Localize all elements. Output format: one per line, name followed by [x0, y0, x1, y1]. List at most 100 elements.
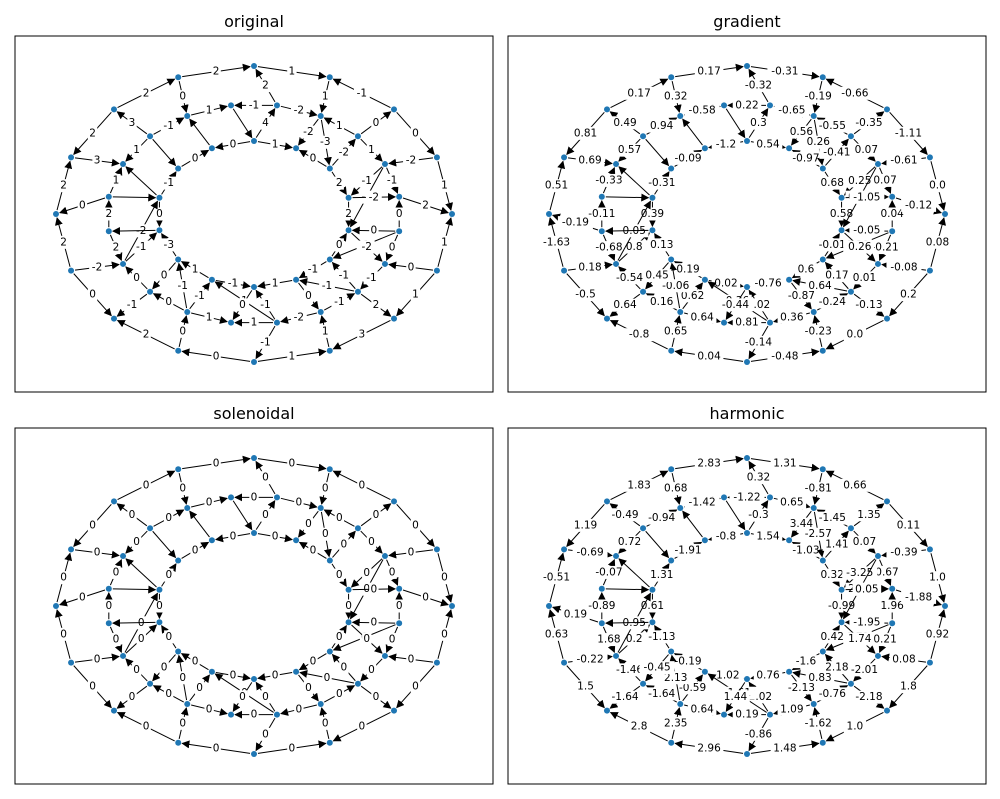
- edge-label: -2: [92, 261, 102, 273]
- graph-edge: [189, 510, 210, 538]
- edge-label: 1: [368, 144, 375, 156]
- graph-node: [354, 525, 361, 532]
- edge-label-background: [814, 295, 850, 309]
- edge-label: 1: [206, 105, 213, 117]
- edge-label-background: [257, 335, 274, 349]
- graph-node: [889, 228, 896, 235]
- edge-label-background: [371, 116, 381, 130]
- edge-label: -0.39: [890, 547, 917, 559]
- graph-node: [721, 494, 728, 501]
- edge-label: -0.31: [648, 177, 675, 189]
- graph-node: [668, 165, 675, 172]
- edge-label-background: [319, 279, 335, 293]
- graph-node: [110, 498, 117, 505]
- edge-label-background: [926, 571, 949, 585]
- edge-label: -1: [334, 296, 344, 308]
- graph-node: [433, 546, 440, 553]
- graph-node: [208, 276, 215, 283]
- edge-label: -0.51: [543, 572, 570, 584]
- edge-label: -0.06: [662, 280, 689, 292]
- edge-label: 0.32: [821, 569, 844, 581]
- edge-label-background: [287, 65, 297, 79]
- edge-label: -2: [294, 105, 304, 117]
- edge-label-background: [163, 687, 174, 701]
- edge-label-background: [591, 565, 627, 579]
- edge-label: 1.19: [574, 519, 597, 531]
- edge-label-background: [270, 276, 280, 290]
- edge-label: 0: [89, 519, 96, 531]
- edge-label: -0.11: [588, 208, 615, 220]
- graph-node: [175, 74, 182, 81]
- edge-label: 0: [310, 152, 317, 164]
- edge-label: 0: [138, 633, 145, 645]
- edge-label: 0: [373, 691, 380, 703]
- graph-node: [53, 603, 59, 609]
- edge-label-background: [740, 727, 776, 741]
- edge-label: -1: [339, 270, 349, 282]
- edge-label-background: [852, 582, 882, 596]
- edge-label-background: [777, 310, 807, 324]
- edge-label-background: [249, 316, 259, 330]
- edge-label-background: [897, 680, 920, 694]
- edge-label-background: [817, 568, 847, 582]
- graph-edge: [605, 193, 650, 202]
- edge-label: 1: [113, 174, 120, 186]
- graph-node: [640, 525, 647, 532]
- edge-label: -1: [136, 241, 146, 253]
- edge-label: 0: [310, 544, 317, 556]
- edge-label: 2: [262, 80, 269, 92]
- graph-node: [766, 711, 773, 718]
- edge-label: 0: [408, 261, 415, 273]
- graph-node: [433, 659, 440, 666]
- edge-label: -0.19: [674, 656, 701, 668]
- edge-label-background: [249, 490, 259, 504]
- edge-label-background: [164, 630, 174, 644]
- graph-node: [819, 347, 826, 354]
- edge-label: 0: [368, 664, 375, 676]
- edge-label-background: [334, 630, 344, 644]
- edge-label-background: [141, 86, 151, 100]
- edge-label-background: [624, 328, 654, 342]
- edge-label: 0.01: [853, 272, 876, 284]
- edge-label-background: [365, 190, 382, 204]
- graph-edge: [152, 138, 177, 167]
- edge-label-background: [225, 276, 241, 290]
- edge-label: -1: [194, 290, 204, 302]
- edge-label-background: [420, 198, 431, 212]
- edge-label-background: [178, 90, 188, 104]
- edge-label: -1.13: [648, 631, 675, 643]
- edge-label-background: [610, 298, 640, 312]
- graph-edge: [605, 618, 649, 627]
- edge-label: 3: [359, 329, 366, 341]
- edge-label-background: [572, 652, 608, 666]
- graph-node: [598, 620, 605, 627]
- edge-label-background: [623, 240, 646, 254]
- edge-label: 0: [371, 583, 378, 595]
- edge-label: 0.26: [807, 136, 831, 148]
- graph-node: [449, 211, 455, 217]
- edge-label-background: [92, 546, 102, 560]
- edge-label-background: [358, 174, 375, 188]
- graph-node: [598, 228, 605, 235]
- edge-label-background: [260, 79, 271, 93]
- graph-node: [561, 154, 568, 161]
- edge-label: -2: [294, 311, 304, 323]
- edge-label-background: [805, 671, 835, 685]
- graph-node: [433, 154, 440, 161]
- edge-label-background: [584, 207, 620, 221]
- edge-label: 0: [441, 572, 448, 584]
- graph: 1.310.660.111.00.921.81.01.482.962.81.50…: [539, 455, 952, 757]
- edge-label-background: [58, 235, 69, 249]
- graph-node: [598, 193, 605, 200]
- edge-label-background: [850, 535, 879, 549]
- graph-node: [810, 112, 817, 119]
- edge-label: -1.64: [648, 688, 675, 700]
- edge-label: 0: [230, 669, 237, 681]
- edge-label: 2: [143, 329, 150, 341]
- edge-label-background: [615, 535, 644, 549]
- graph-node: [561, 546, 568, 553]
- edge-label-background: [845, 240, 875, 254]
- edge-label: 0: [336, 688, 343, 700]
- graph-node: [326, 74, 333, 81]
